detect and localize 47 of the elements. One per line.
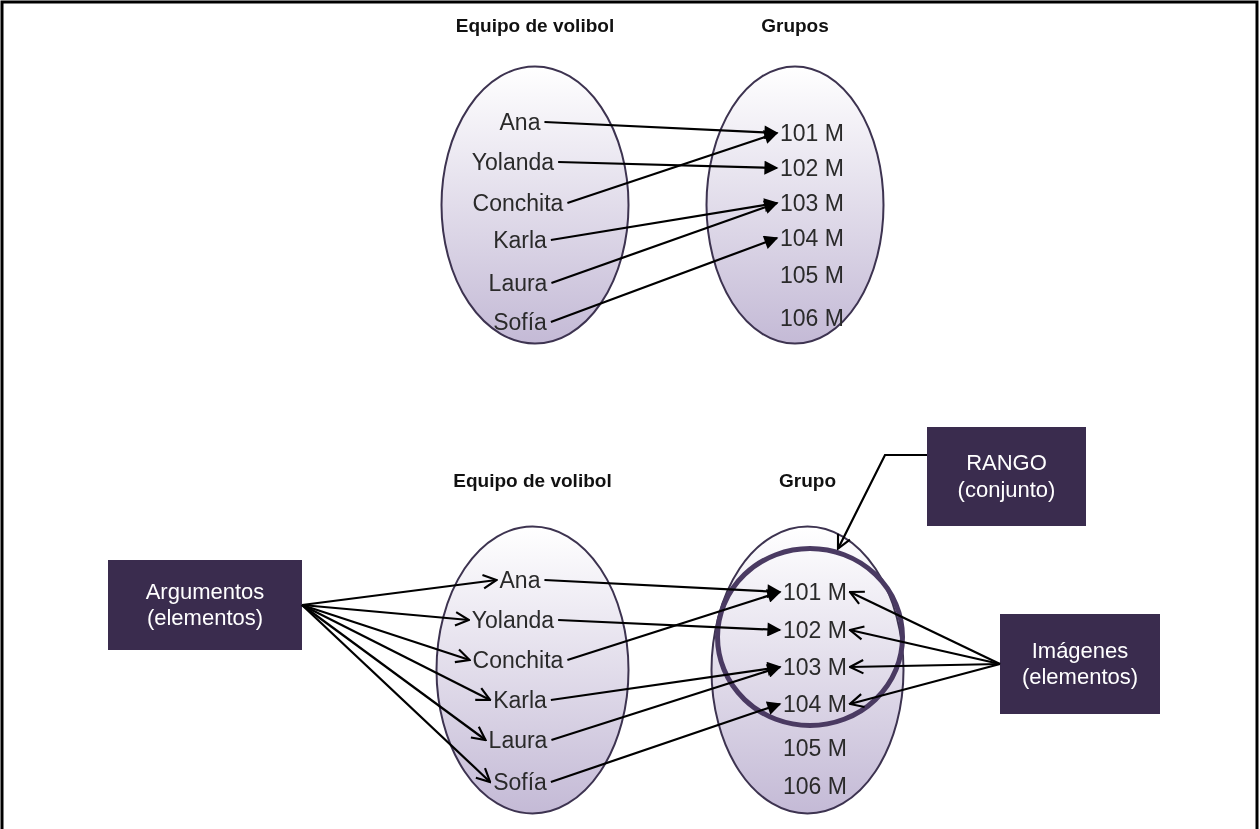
set-element-label: Sofía bbox=[493, 769, 547, 795]
set-element-label: 104 M bbox=[783, 691, 847, 717]
set-element-label: Yolanda bbox=[471, 149, 555, 175]
set-element-label: 106 M bbox=[780, 305, 844, 331]
set-element-label: 101 M bbox=[783, 579, 847, 605]
arrow bbox=[567, 589, 782, 662]
arrow bbox=[551, 200, 779, 285]
callout-box: Argumentos (elementos) bbox=[108, 560, 302, 650]
set-element-label: 105 M bbox=[780, 262, 844, 288]
arrow bbox=[848, 662, 1001, 709]
set-element-label: 102 M bbox=[780, 155, 844, 181]
set-element-label: 103 M bbox=[783, 654, 847, 680]
arrow bbox=[567, 130, 779, 205]
arrow bbox=[544, 120, 779, 140]
set-element-label: Laura bbox=[488, 270, 548, 296]
set-heading: Equipo de volibol bbox=[455, 15, 615, 36]
set-element-label: Laura bbox=[488, 727, 548, 753]
set-element-label: 103 M bbox=[780, 190, 844, 216]
callout-box: RANGO (conjunto) bbox=[927, 427, 1086, 526]
set-element-label: 106 M bbox=[783, 773, 847, 799]
arrow bbox=[550, 235, 779, 324]
set-element-label: 101 M bbox=[780, 120, 844, 146]
set-element-label: Ana bbox=[499, 567, 541, 593]
set-element-label: Yolanda bbox=[471, 607, 555, 633]
set-element-label: Karla bbox=[493, 227, 547, 253]
set-element-label: Conchita bbox=[472, 190, 564, 216]
arrow bbox=[301, 604, 487, 742]
set-element-label: Conchita bbox=[472, 647, 564, 673]
set-element-label: 105 M bbox=[783, 735, 847, 761]
set-heading: Grupos bbox=[761, 15, 829, 36]
arrow bbox=[848, 625, 1001, 666]
set-heading: Equipo de volibol bbox=[453, 470, 612, 491]
arrow bbox=[558, 618, 782, 637]
set-heading: Grupo bbox=[779, 470, 836, 491]
set-element-label: 102 M bbox=[783, 617, 847, 643]
set-element-label: 104 M bbox=[780, 225, 844, 251]
callout-box: Imágenes (elementos) bbox=[1000, 614, 1160, 714]
set-element-label: Ana bbox=[499, 109, 541, 135]
set-element-label: Sofía bbox=[493, 309, 547, 335]
arrow bbox=[550, 701, 782, 784]
arrow bbox=[551, 664, 782, 742]
arrow bbox=[558, 160, 779, 175]
arrow bbox=[848, 590, 1001, 665]
arrow bbox=[544, 578, 782, 599]
arrow bbox=[836, 453, 927, 550]
arrow bbox=[301, 604, 492, 784]
set-element-label: Karla bbox=[493, 687, 547, 713]
